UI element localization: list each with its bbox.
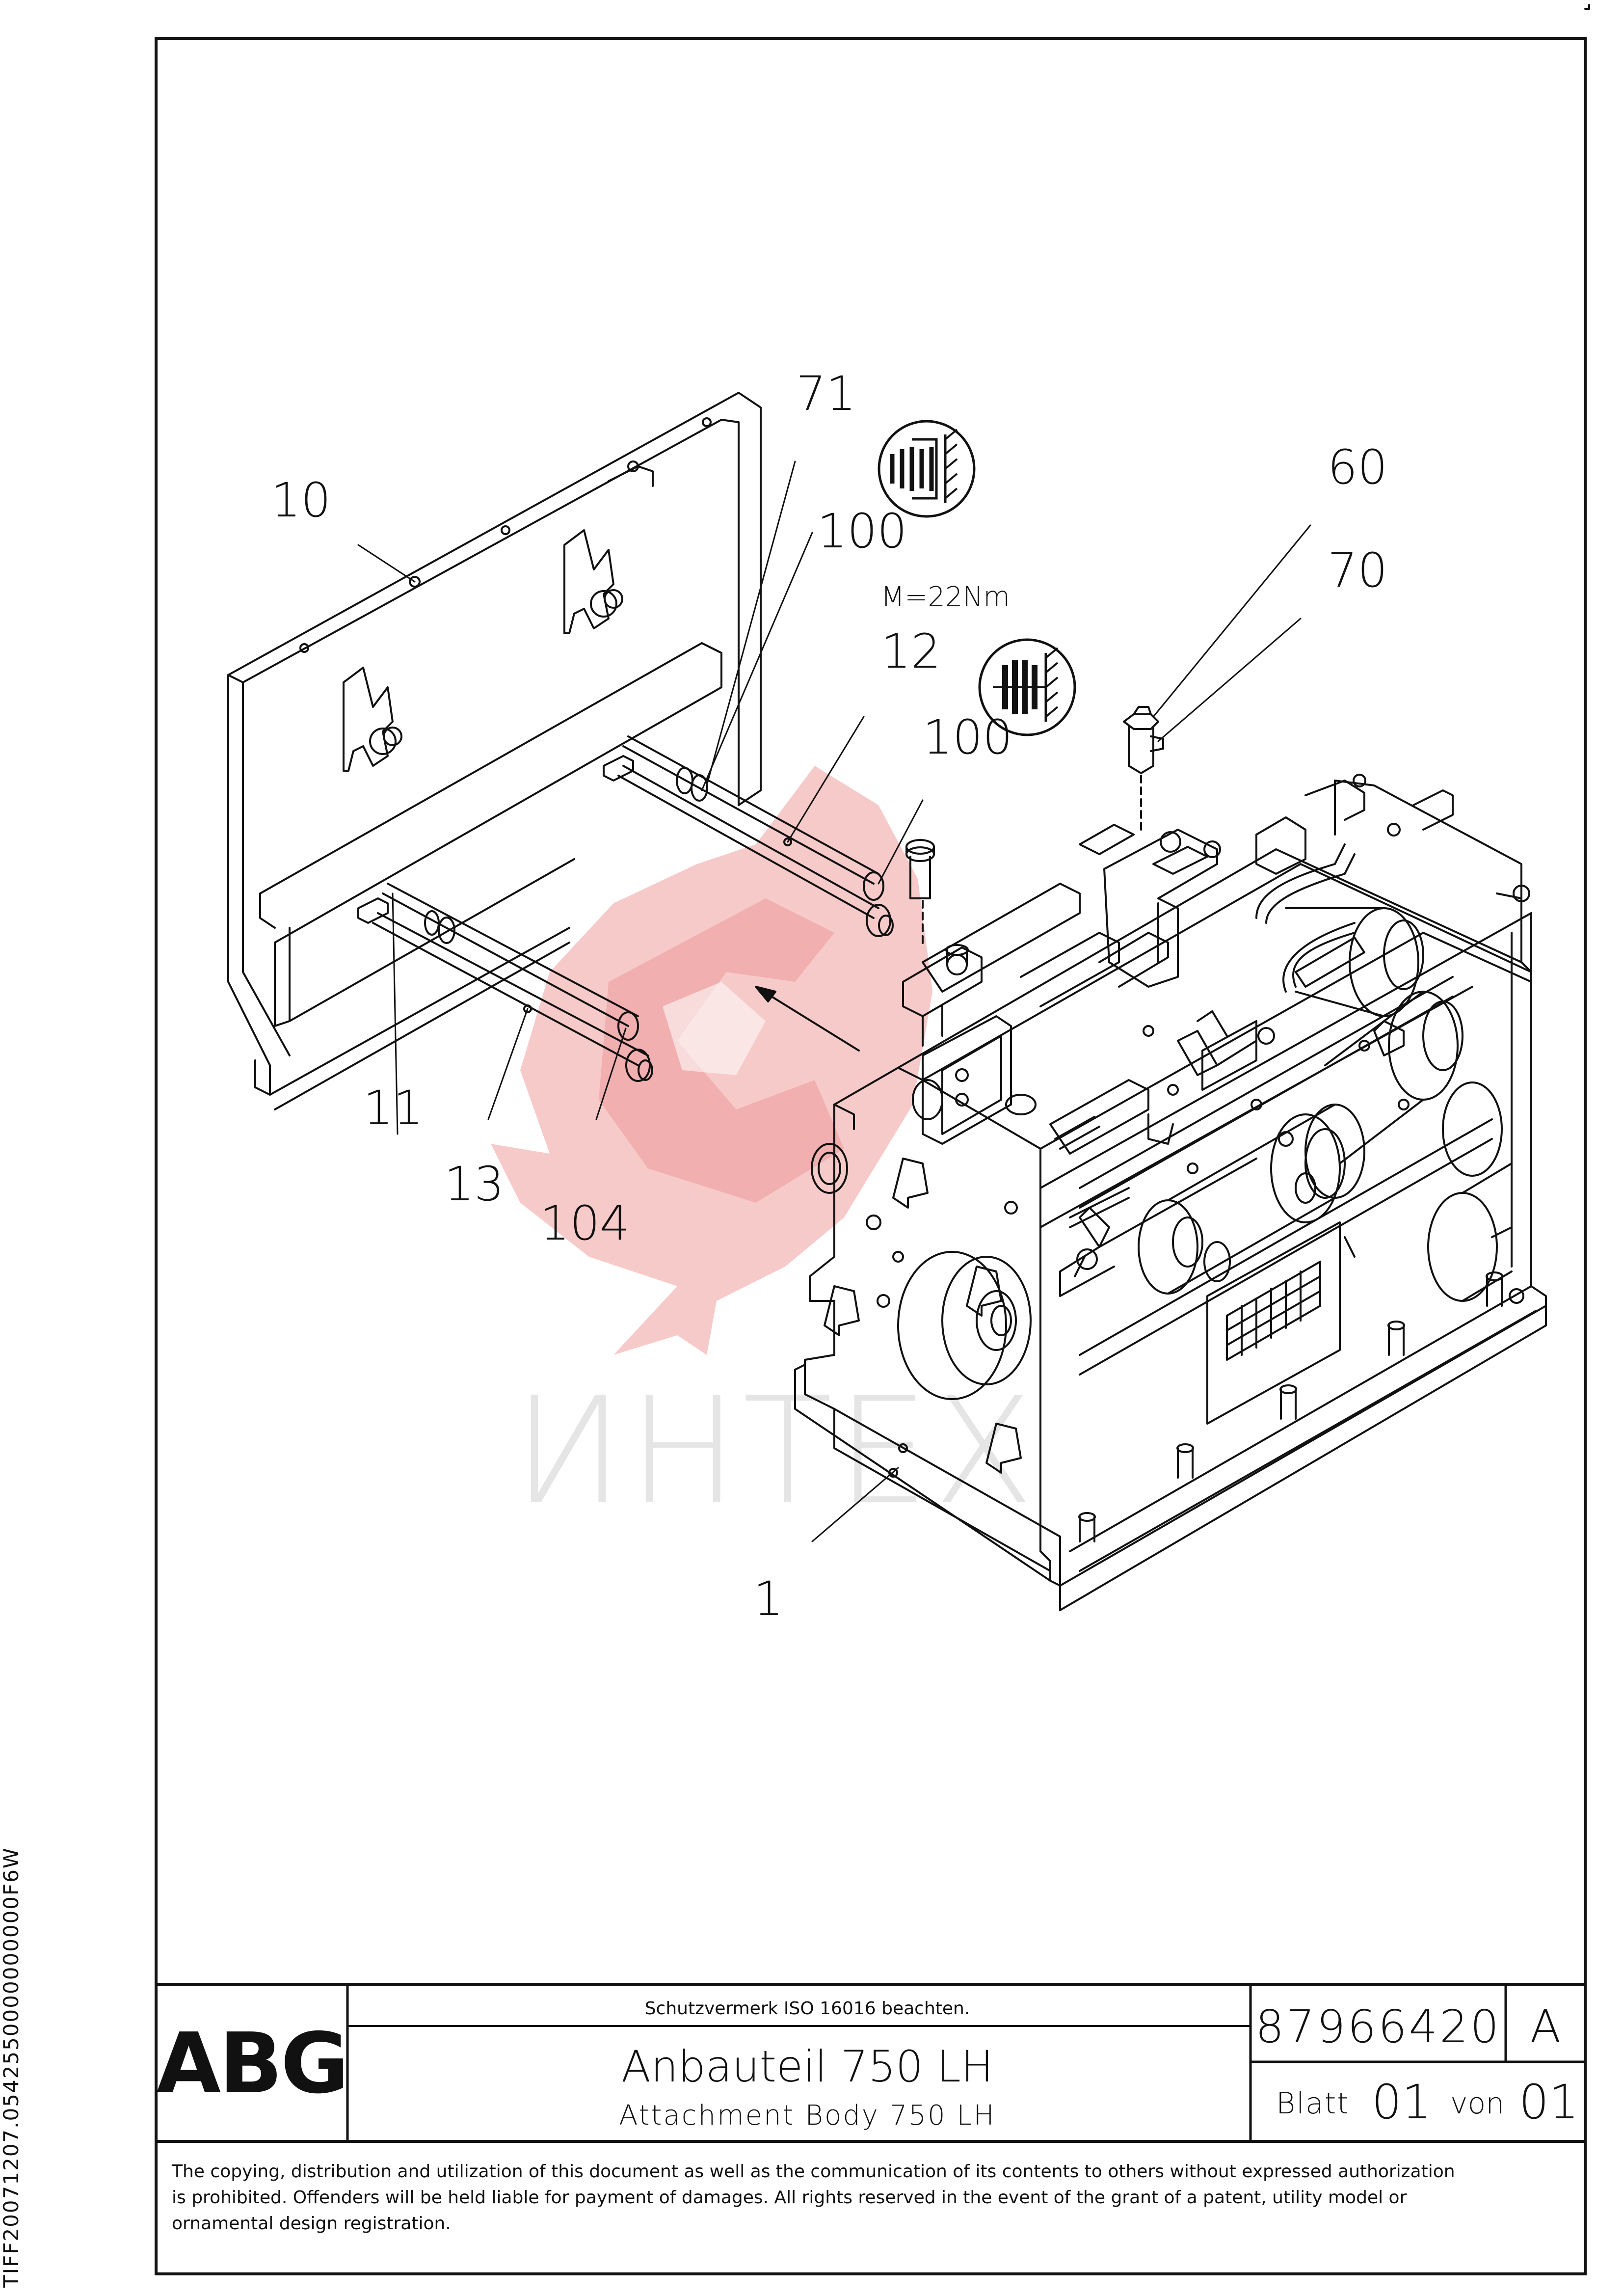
part-13-rod-lower (372, 883, 653, 1082)
watermark-text: ИНТЕХ (513, 1366, 1038, 1537)
bolt (905, 839, 935, 899)
watermark-logo: ИНТЕХ (491, 766, 1038, 1537)
company-logo: ABG (157, 2015, 347, 2112)
callout-70: 70 (1328, 543, 1387, 598)
callouts: 10 71 100 12 100 60 70 11 13 104 1 M=22N… (271, 366, 1387, 1626)
part-12-rod-upper (617, 735, 894, 937)
threadlocker-icon (878, 420, 976, 518)
copyright-line: The copying, distribution and utilizatio… (171, 2161, 1455, 2182)
protection-note: Schutzvermerk ISO 16016 beachten. (645, 1999, 970, 2019)
callout-13: 13 (444, 1157, 504, 1212)
sheet-label: Blatt (1276, 2086, 1350, 2121)
revision: A (1530, 2000, 1561, 2053)
sheet-number: 01 (1372, 2075, 1432, 2130)
callout-12: 12 (881, 624, 941, 679)
callout-11: 11 (363, 1080, 423, 1135)
part-10-mounting-plate (227, 392, 762, 1110)
part-1-main-body (794, 774, 1547, 1611)
callout-10: 10 (271, 473, 331, 528)
drawing-title-en: Attachment Body 750 LH (619, 2100, 996, 2132)
callout-100-lower: 100 (923, 710, 1012, 765)
callout-60: 60 (1328, 440, 1387, 495)
side-file-code: TIFF20071207.0542550000000000F6W (0, 1847, 23, 2288)
callout-104: 104 (540, 1196, 630, 1251)
callout-1: 1 (753, 1571, 783, 1626)
drawing-frame (155, 37, 1587, 2275)
callout-71: 71 (796, 366, 856, 421)
copyright-line: ornamental design registration. (172, 2214, 451, 2234)
corner-tick (1584, 4, 1590, 10)
copyright-notice: The copying, distribution and utilizatio… (171, 2161, 1455, 2234)
callout-100-upper: 100 (817, 504, 907, 559)
drawing-title-de: Anbauteil 750 LH (621, 2041, 993, 2092)
torque-note: M=22Nm (881, 581, 1010, 613)
drawing-number: 87966420 (1255, 2000, 1501, 2053)
copyright-line: is prohibited. Offenders will be held li… (172, 2188, 1407, 2208)
direction-arrow (755, 986, 860, 1052)
threadlocker-icon (978, 638, 1076, 736)
title-block (156, 1983, 1585, 2143)
grease-fitting (1123, 706, 1164, 774)
of-label: von (1450, 2086, 1504, 2121)
callout-leaders (357, 460, 1311, 1542)
sheet-total: 01 (1519, 2075, 1579, 2130)
